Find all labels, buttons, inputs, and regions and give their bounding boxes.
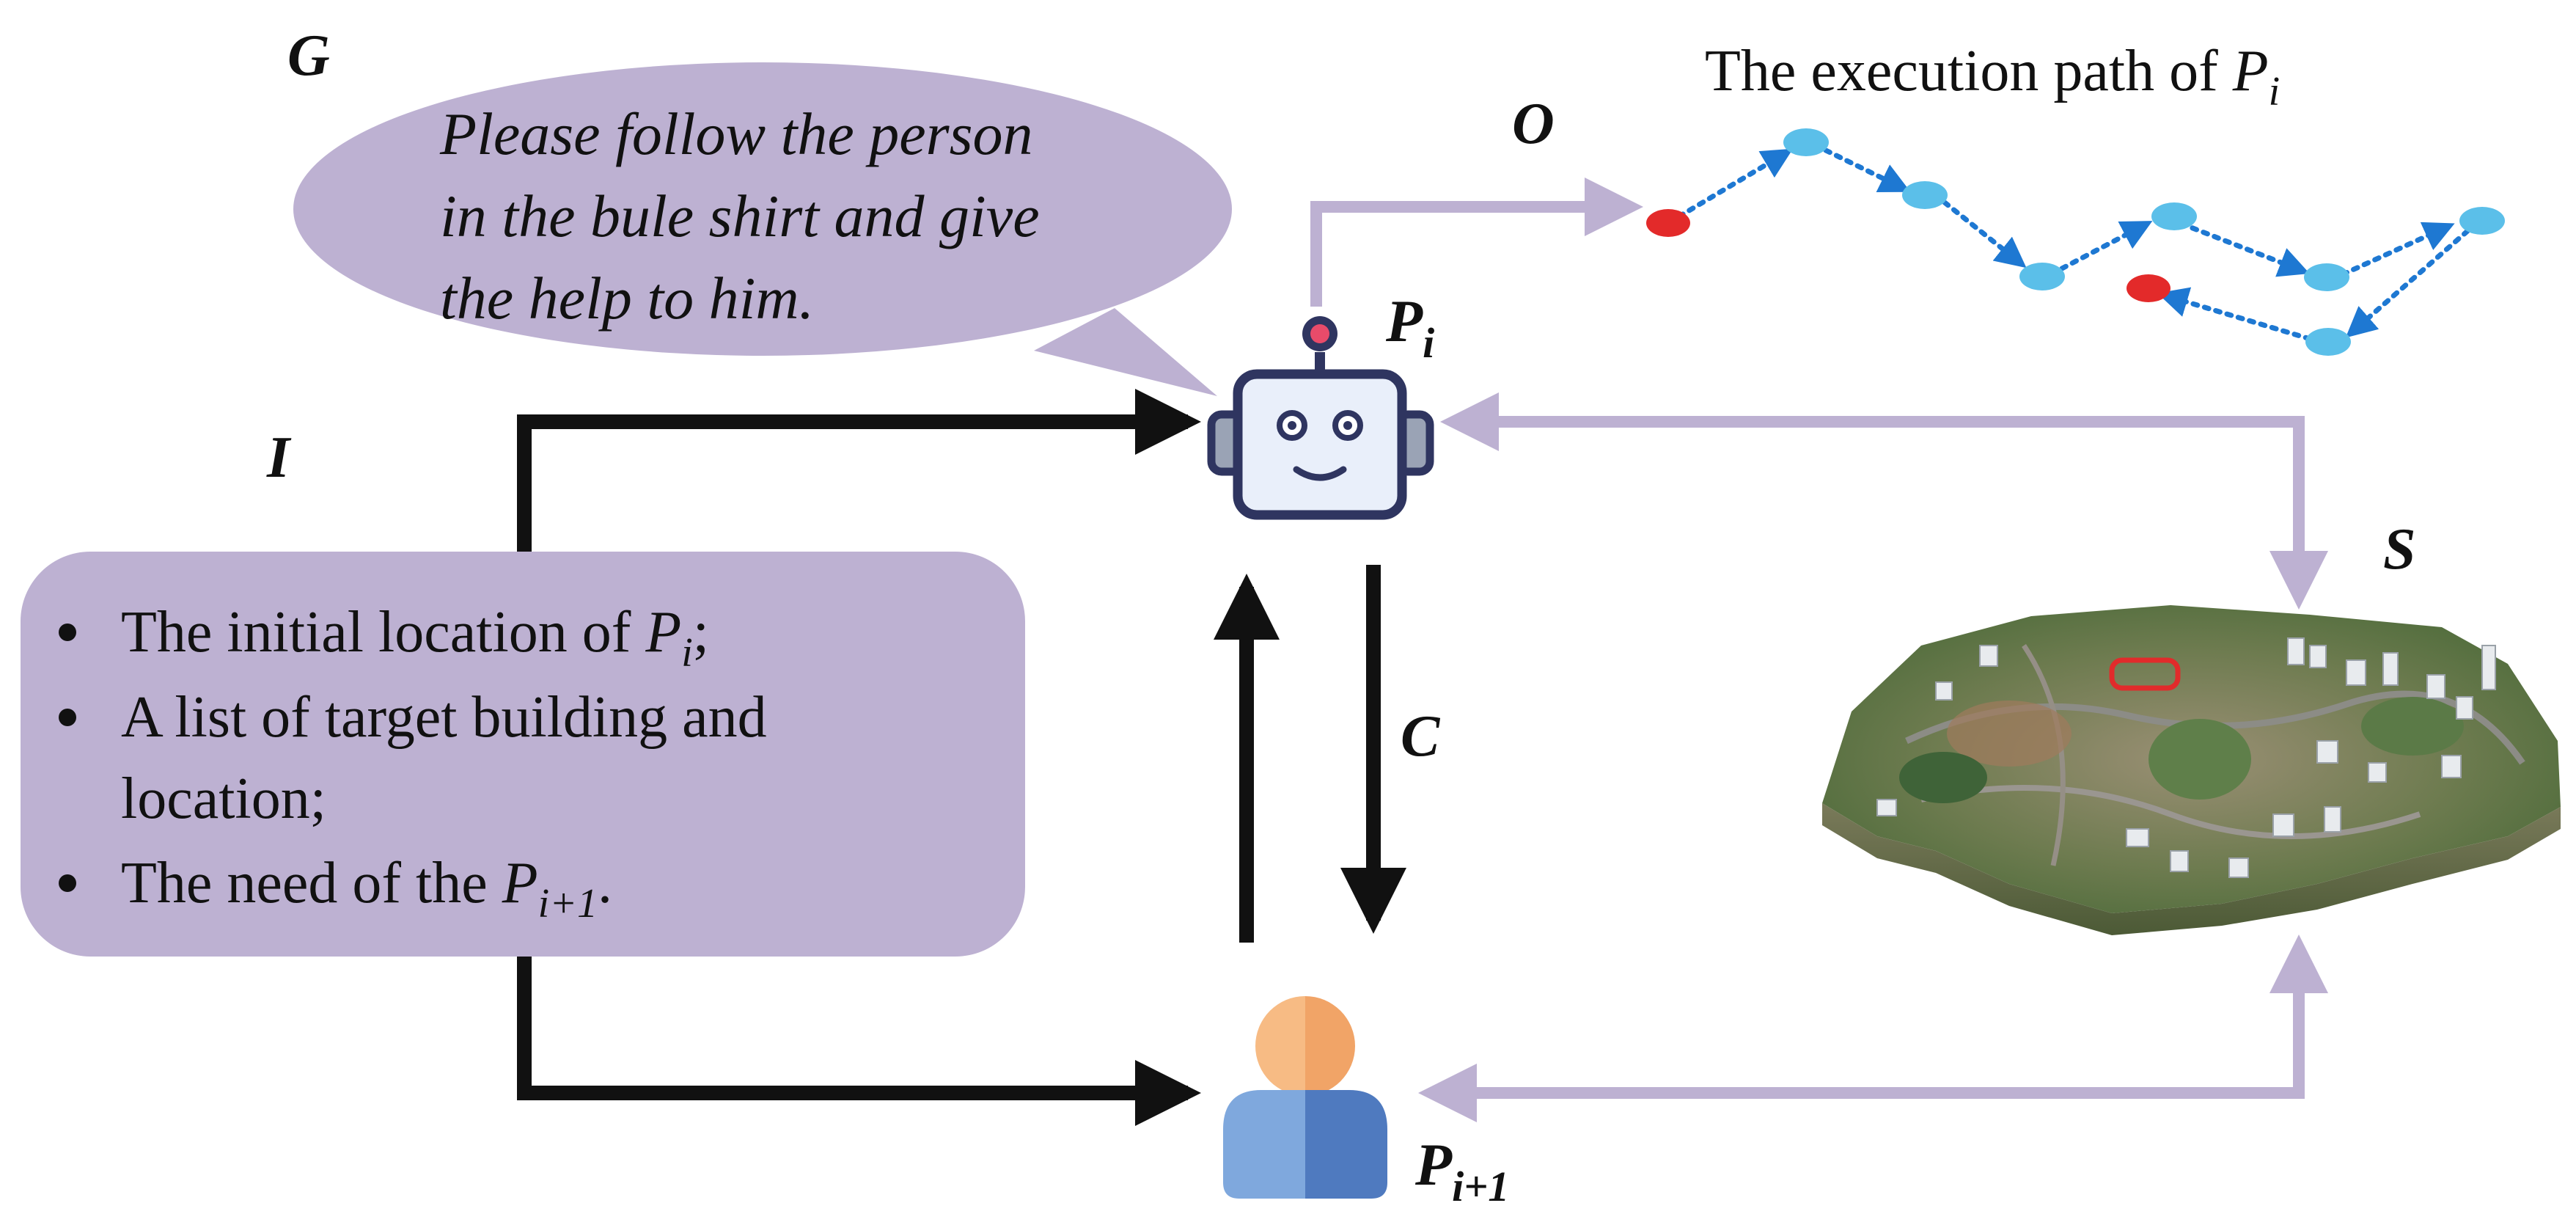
input-bullet-2: A list of target building and location;	[59, 685, 767, 831]
svg-text:The need of the Pi+1.: The need of the Pi+1.	[121, 851, 612, 926]
goal-speech-bubble	[293, 62, 1232, 396]
bullet3-sub: i+1	[538, 881, 598, 926]
goal-line-1: Please follow the person	[439, 100, 1033, 167]
bullet3-prefix: The need of the	[121, 851, 502, 915]
bullet1-suffix: ;	[693, 600, 709, 665]
agent-label-p: P	[1385, 288, 1423, 354]
label-c: C	[1401, 704, 1441, 769]
human-label-sub: i+1	[1452, 1163, 1509, 1210]
execution-path-graph	[1646, 128, 2505, 356]
bullet1-sub: i	[681, 630, 693, 676]
label-s: S	[2383, 517, 2416, 582]
label-i: I	[266, 425, 292, 490]
bullet2-line2: location;	[121, 767, 326, 831]
bullet2-line1: A list of target building and	[121, 685, 767, 750]
path-title-prefix: The execution path of	[1705, 39, 2233, 103]
arrow-agent-to-path-o	[1310, 178, 1643, 307]
goal-line-2: in the bule shirt and give	[440, 183, 1040, 249]
agent-label-sub: i	[1423, 319, 1434, 367]
svg-text:Pi+1: Pi+1	[1414, 1131, 1509, 1210]
arrow-human-scene-link	[1467, 935, 2328, 1099]
input-bullet-1: The initial location of Pi;	[59, 600, 709, 676]
svg-text:The execution path of Pi: The execution path of Pi	[1705, 39, 2280, 114]
human-label-p: P	[1414, 1131, 1453, 1198]
bullet3-var: P	[502, 851, 538, 915]
arrow-input-to-human	[517, 957, 1201, 1126]
3d-city-map-icon	[1822, 605, 2561, 935]
bullet3-suffix: .	[598, 851, 612, 915]
label-g: G	[287, 23, 330, 88]
input-bullet-3: The need of the Pi+1.	[59, 851, 612, 926]
robot-icon	[1207, 316, 1434, 520]
arrow-scene-agent-link	[1459, 416, 2328, 610]
path-title-sub: i	[2269, 69, 2280, 114]
bullet1-prefix: The initial location of	[121, 600, 645, 665]
svg-text:Pi: Pi	[1385, 288, 1434, 367]
bullet1-var: P	[645, 600, 681, 665]
path-title-var: P	[2232, 39, 2269, 103]
input-box	[21, 552, 1025, 957]
goal-line-3: the help to him.	[440, 265, 814, 332]
label-o: O	[1512, 92, 1555, 156]
svg-text:The initial location of Pi;: The initial location of Pi;	[121, 600, 709, 676]
person-icon	[1223, 996, 1387, 1199]
arrow-input-to-agent	[517, 389, 1201, 552]
